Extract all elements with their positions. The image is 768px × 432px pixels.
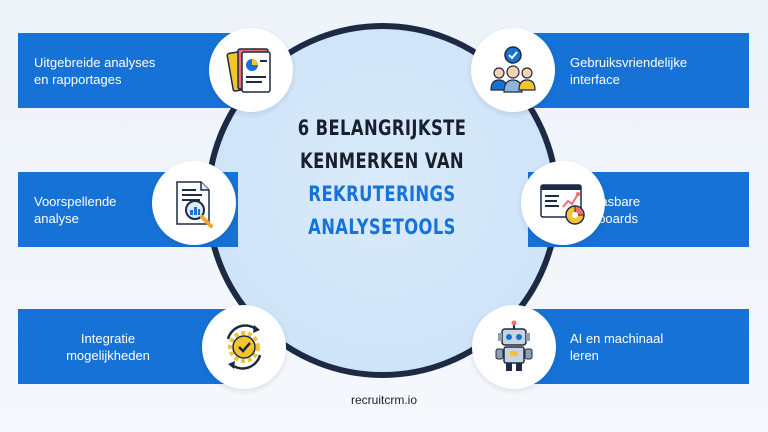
team-badge-icon <box>490 46 536 93</box>
icon-circle-integration <box>202 305 286 389</box>
footer-brand: recruitcrm.io <box>350 393 417 407</box>
icon-circle-predictive <box>152 161 236 245</box>
feature-label: Uitgebreide analyses en rapportages <box>34 54 156 87</box>
icon-circle-ai <box>472 305 556 389</box>
feature-bar-integration: Integratie mogelijkheden <box>18 309 238 384</box>
title-line-1: 6 BELANGRIJKSTE <box>297 116 467 140</box>
document-magnifier-icon <box>176 181 213 228</box>
icon-circle-dashboards <box>521 161 605 245</box>
title-line-2: KENMERKEN VAN <box>299 149 464 173</box>
feature-bar-interface: Gebruiksvriendelijke interface <box>528 33 749 108</box>
report-documents-icon <box>226 48 271 93</box>
icon-circle-interface <box>471 28 555 112</box>
title-line-3: REKRUTERINGS <box>308 182 456 206</box>
feature-label: Gebruiksvriendelijke interface <box>570 54 688 87</box>
center-title: 6 BELANGRIJKSTE KENMERKEN VAN REKRUTERIN… <box>288 112 475 244</box>
feature-label: AI en machinaal leren <box>570 330 664 363</box>
gear-cycle-icon <box>226 324 262 370</box>
icon-circle-analyses <box>209 28 293 112</box>
dashboard-chart-icon <box>540 184 585 225</box>
feature-bar-analyses: Uitgebreide analyses en rapportages <box>18 33 238 108</box>
feature-label: Integratie mogelijkheden <box>66 330 150 363</box>
feature-label: Voorspellende analyse <box>34 193 117 226</box>
title-line-4: ANALYSETOOLS <box>308 215 456 239</box>
feature-bar-ai: AI en machinaal leren <box>528 309 749 384</box>
robot-icon <box>495 320 533 371</box>
